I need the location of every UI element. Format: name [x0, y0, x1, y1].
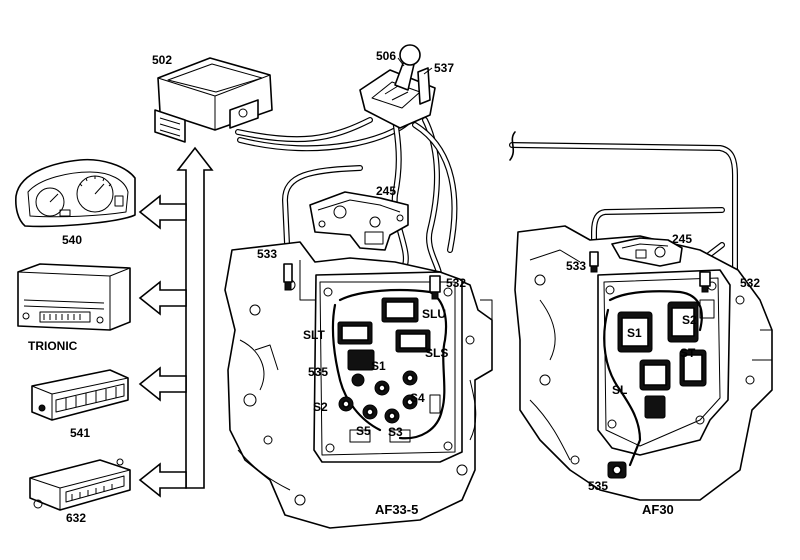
gearbox-af30 — [514, 225, 773, 501]
label-533-b: 533 — [566, 259, 586, 273]
label-533-a: 533 — [257, 247, 277, 261]
module-632 — [29, 458, 131, 511]
label-540: 540 — [62, 233, 82, 247]
speed-sensor-532-b — [699, 271, 711, 293]
label-532-a: 532 — [446, 276, 466, 290]
climate-panel-541 — [31, 369, 129, 421]
speed-sensor-533-b — [589, 251, 599, 273]
signal-bus-arrows — [138, 146, 214, 498]
label-537: 537 — [434, 61, 454, 75]
label-s3: S3 — [388, 425, 403, 439]
label-245-b: 245 — [672, 232, 692, 246]
label-502: 502 — [152, 53, 172, 67]
instrument-cluster-540 — [15, 158, 136, 228]
label-535-b: 535 — [588, 479, 608, 493]
label-s2-b: S2 — [682, 313, 697, 327]
label-s2-a: S2 — [313, 400, 328, 414]
label-s1-b: S1 — [627, 326, 642, 340]
label-541: 541 — [70, 426, 90, 440]
label-506: 506 — [376, 49, 396, 63]
position-switch-245-b — [611, 237, 683, 267]
label-trionic: TRIONIC — [28, 339, 78, 353]
label-slu: SLU — [422, 307, 446, 321]
label-sl: SL — [612, 383, 627, 397]
gear-selector — [359, 44, 436, 129]
label-sls: SLS — [425, 346, 448, 360]
label-245-a: 245 — [376, 184, 396, 198]
label-532-b: 532 — [740, 276, 760, 290]
trionic-ecu — [17, 263, 131, 331]
label-s4: S4 — [410, 391, 425, 405]
position-switch-245-a — [309, 191, 409, 251]
wiring-harness — [235, 117, 738, 480]
label-af30: AF30 — [642, 502, 674, 517]
control-module-502 — [154, 57, 273, 143]
connector-535-b — [607, 461, 627, 479]
label-535-a: 535 — [308, 365, 328, 379]
label-slt: SLT — [303, 328, 325, 342]
label-af33-5: AF33-5 — [375, 502, 418, 517]
label-s5: S5 — [356, 424, 371, 438]
gearbox-af33-5 — [224, 241, 493, 529]
label-632: 632 — [66, 511, 86, 525]
speed-sensor-533-a — [283, 263, 293, 291]
label-st: ST — [680, 346, 696, 360]
speed-sensor-532-a — [429, 275, 441, 300]
label-s1-a: S1 — [371, 359, 386, 373]
